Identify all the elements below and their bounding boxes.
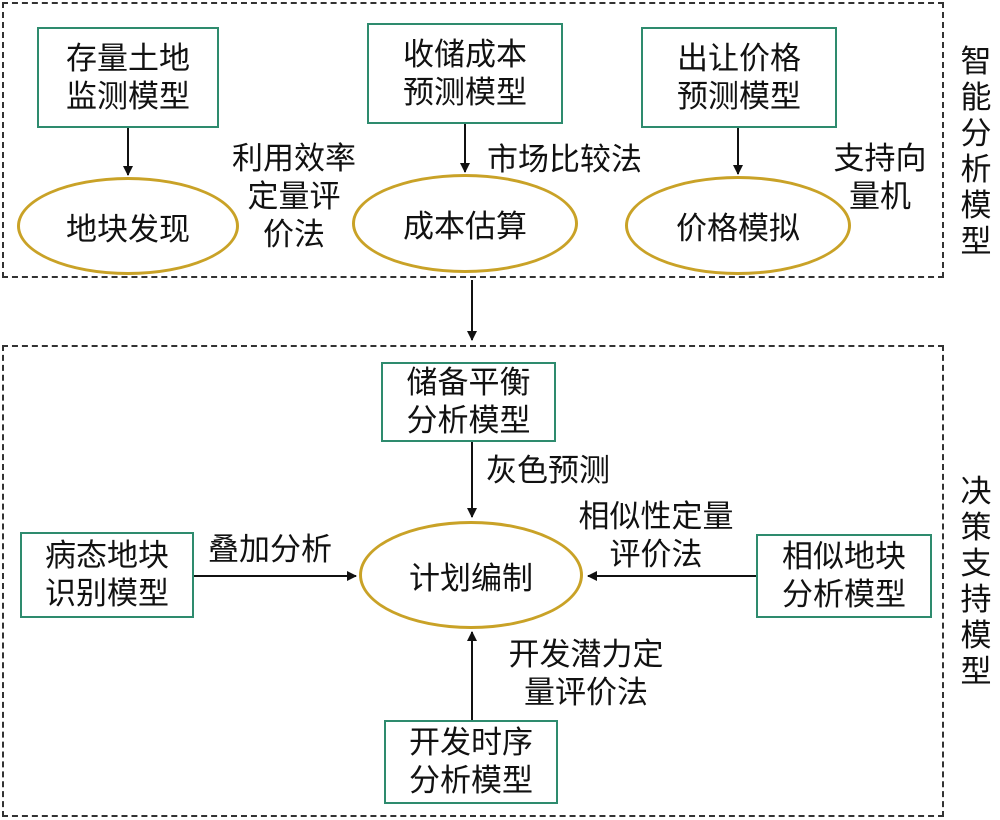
method-line: 量评价法	[524, 675, 648, 711]
method-line: 开发潜力定	[508, 637, 664, 673]
label-char: 决	[960, 474, 992, 510]
sick-land-identification-model-box: 病态地块 识别模型	[20, 532, 194, 618]
box-line: 收储成本	[403, 36, 527, 73]
method-label-development-potential: 开发潜力定 量评价法	[496, 636, 676, 712]
storage-cost-model-box: 收储成本 预测模型	[367, 23, 563, 124]
method-line: 灰色预测	[486, 453, 610, 489]
intelligent-analysis-region	[2, 2, 944, 278]
method-line: 定量评	[247, 179, 341, 215]
label-char: 型	[960, 224, 992, 260]
box-line: 分析模型	[409, 763, 533, 799]
label-char: 析	[960, 152, 992, 188]
label-char: 支	[960, 546, 992, 582]
method-label-similarity: 相似性定量 评价法	[566, 498, 746, 574]
label-char: 分	[960, 116, 992, 152]
box-line: 出让价格	[677, 40, 801, 77]
land-monitoring-model-box: 存量土地 监测模型	[37, 27, 219, 128]
cost-estimate-ellipse: 成本估算	[352, 174, 578, 273]
reserve-balance-model-box: 储备平衡 分析模型	[381, 362, 556, 442]
decision-support-region	[2, 345, 944, 817]
box-line: 存量土地	[66, 40, 190, 77]
method-line: 评价法	[609, 537, 703, 573]
box-line: 监测模型	[66, 78, 190, 115]
method-line: 相似性定量	[578, 499, 734, 535]
label-char: 智	[960, 44, 992, 80]
method-label-svm: 支持向 量机	[828, 140, 932, 216]
method-label-overlay-analysis: 叠加分析	[208, 531, 332, 569]
box-line: 病态地块	[45, 538, 169, 574]
method-label-market-comparison: 市场比较法	[487, 141, 642, 179]
box-line: 分析模型	[782, 577, 906, 613]
method-line: 量机	[849, 179, 911, 215]
label-char: 能	[960, 80, 992, 116]
method-line: 市场比较法	[487, 142, 642, 178]
method-line: 支持向	[833, 141, 927, 177]
method-line: 叠加分析	[208, 532, 332, 568]
ellipse-label: 计划编制	[409, 560, 533, 597]
plan-compilation-ellipse: 计划编制	[359, 521, 583, 629]
decision-support-model-label: 决 策 支 持 模 型	[956, 474, 996, 690]
box-line: 预测模型	[677, 78, 801, 115]
box-line: 预测模型	[403, 74, 527, 111]
price-simulation-ellipse: 价格模拟	[625, 176, 851, 275]
label-char: 模	[960, 188, 992, 224]
intelligent-analysis-model-label: 智 能 分 析 模 型	[956, 44, 996, 260]
label-char: 策	[960, 510, 992, 546]
similar-land-analysis-model-box: 相似地块 分析模型	[756, 534, 932, 618]
ellipse-label: 价格模拟	[676, 211, 800, 247]
ellipse-label: 地块发现	[66, 211, 190, 248]
label-char: 模	[960, 618, 992, 654]
land-discovery-ellipse: 地块发现	[17, 177, 239, 275]
box-line: 开发时序	[409, 725, 533, 761]
method-label-efficiency: 利用效率 定量评 价法	[219, 140, 369, 254]
box-line: 相似地块	[782, 539, 906, 575]
method-line: 利用效率	[232, 141, 356, 177]
method-label-grey-prediction: 灰色预测	[486, 452, 610, 490]
label-char: 型	[960, 654, 992, 690]
development-sequence-model-box: 开发时序 分析模型	[384, 720, 558, 804]
box-line: 储备平衡	[406, 365, 531, 401]
box-line: 分析模型	[406, 403, 531, 439]
method-line: 价法	[263, 217, 325, 253]
price-prediction-model-box: 出让价格 预测模型	[641, 27, 837, 128]
box-line: 识别模型	[45, 576, 169, 612]
label-char: 持	[960, 582, 992, 618]
ellipse-label: 成本估算	[403, 209, 527, 245]
